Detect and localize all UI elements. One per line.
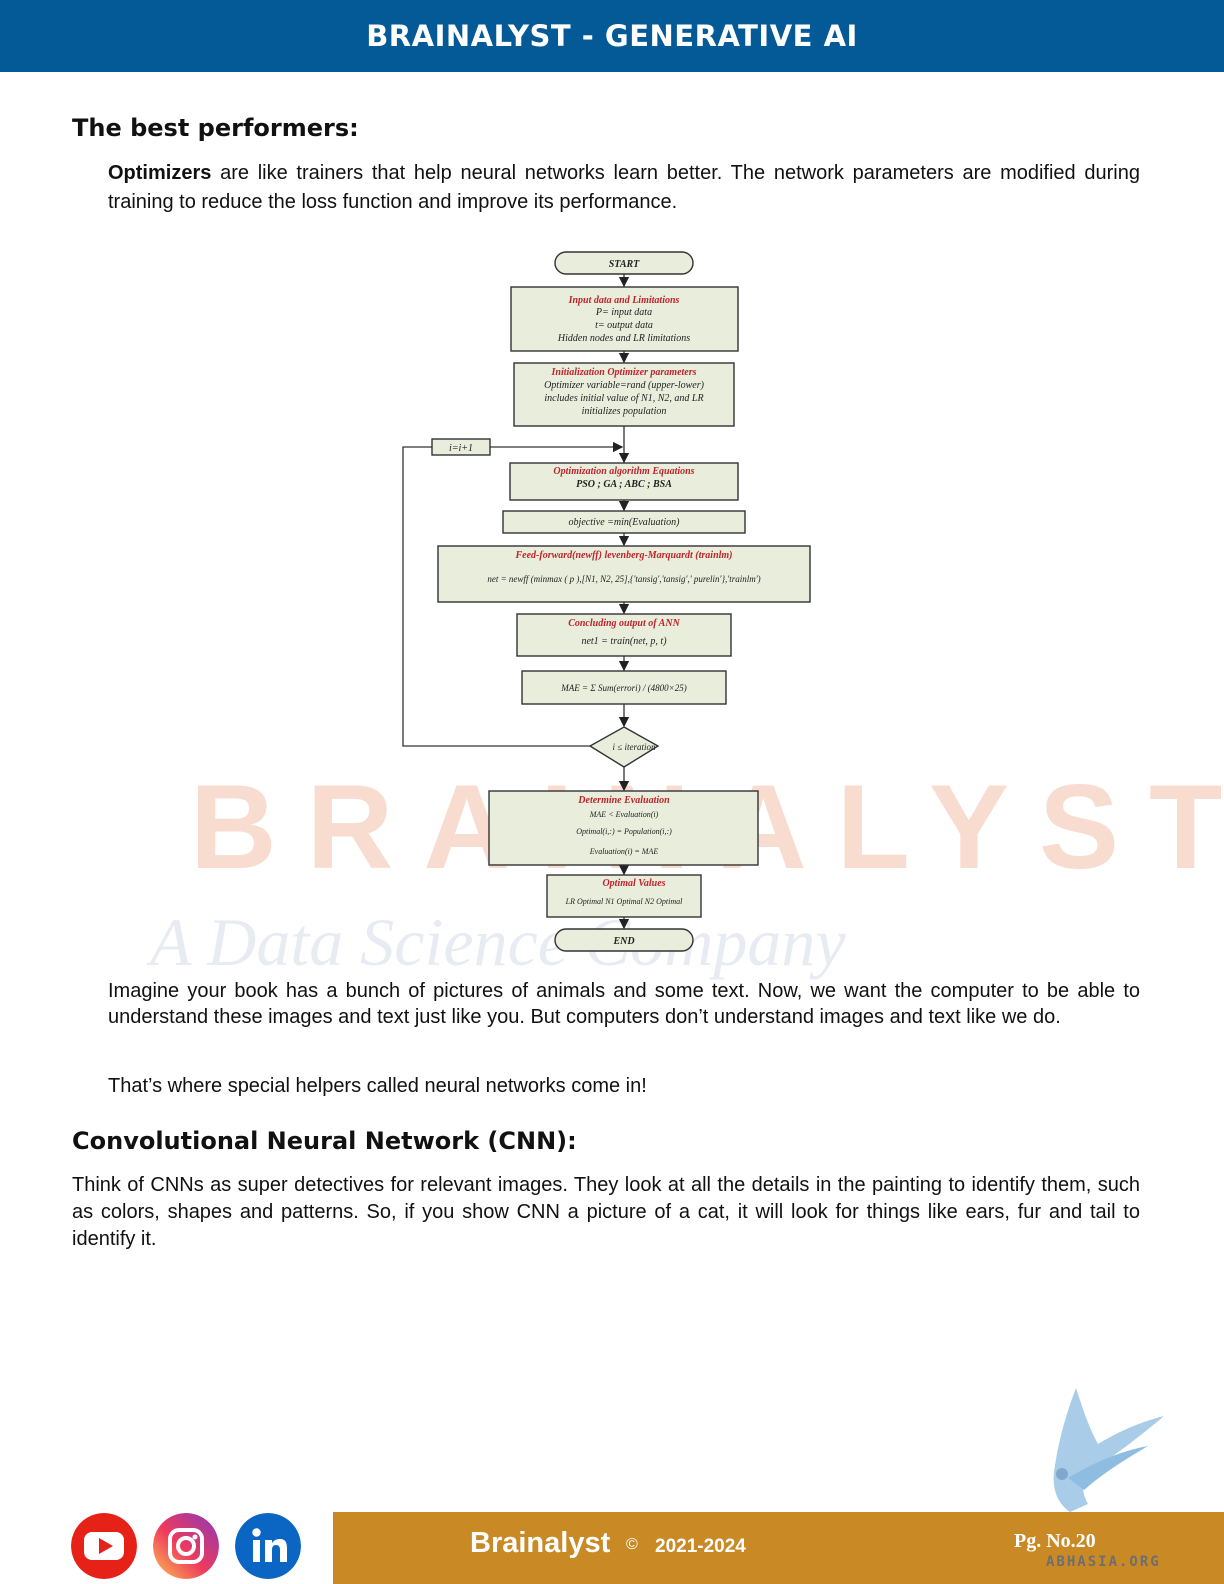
optimal-values-box: [546, 874, 702, 918]
optimization-line-1: PSO ; GA ; ABC ; BSA: [576, 479, 672, 490]
feedforward-title: Feed-forward(newff) levenberg-Marquardt …: [514, 550, 732, 561]
init-line-2: includes initial value of N1, N2, and LR: [544, 393, 703, 404]
intro-text: are like trainers that help neural netwo…: [108, 162, 1140, 213]
decision-label: i ≤ iteration: [613, 742, 656, 752]
feedforward-equation: net = newff (minmax ( p ),[N1, N2, 25],{…: [487, 574, 760, 584]
section-heading-best-performers: The best performers:: [72, 114, 359, 142]
input-box: [510, 286, 739, 352]
determine-line-3: Evaluation(i) = MAE: [589, 847, 659, 856]
intro-paragraph: Optimizers are like trainers that help n…: [108, 159, 1140, 217]
end-node: [554, 928, 694, 952]
concluding-title: Concluding output of ANN: [568, 618, 680, 629]
loop-box: [431, 438, 491, 456]
determine-line-1: MAE < Evaluation(i): [589, 810, 659, 819]
init-title: Initialization Optimizer parameters: [550, 367, 696, 378]
determine-line-2: Optimal(i,:) = Population(i,:): [576, 827, 672, 836]
feedforward-box: [437, 545, 811, 603]
mae-box: [521, 670, 727, 705]
intro-bold: Optimizers: [108, 162, 212, 184]
mae-equation: MAE = Σ Sum(errori) / (4800×25): [560, 683, 686, 693]
input-line-1: P= input data: [595, 307, 652, 318]
start-node: [554, 251, 694, 275]
optimal-values-title: Optimal Values: [602, 878, 665, 889]
loop-label: i=i+1: [449, 443, 473, 454]
footer-copyright: ©: [626, 1536, 638, 1553]
footer-years: 2021-2024: [655, 1536, 746, 1557]
footer-brand: Brainalyst: [470, 1527, 611, 1559]
helpers-paragraph: That’s where special helpers called neur…: [108, 1075, 647, 1097]
input-title: Input data and Limitations: [568, 295, 680, 306]
header-title: BRAINALYST - GENERATIVE AI: [366, 19, 858, 53]
instagram-icon[interactable]: [153, 1513, 219, 1579]
section-heading-cnn: Convolutional Neural Network (CNN):: [72, 1127, 577, 1155]
bird-logo-icon: [1053, 1388, 1164, 1512]
determine-box: [488, 790, 759, 866]
site-watermark: ABHASIA.ORG: [1046, 1554, 1161, 1570]
determine-title: Determine Evaluation: [577, 795, 670, 806]
page-number: Pg. No.20: [1014, 1530, 1096, 1552]
footer-bar: [333, 1512, 1224, 1584]
objective-box: [502, 510, 746, 534]
page-header: BRAINALYST - GENERATIVE AI: [0, 0, 1224, 72]
init-line-1: Optimizer variable=rand (upper-lower): [544, 380, 705, 391]
iteration-decision: [588, 726, 660, 768]
optimal-values-line: LR Optimal N1 Optimal N2 Optimal: [565, 897, 683, 906]
optimization-title: Optimization algorithm Equations: [553, 466, 694, 477]
end-label: END: [612, 936, 634, 947]
concluding-equation: net1 = train(net, p, t): [581, 636, 667, 647]
watermark-subtext: A Data Science Company: [146, 904, 846, 980]
init-line-3: initializes population: [582, 406, 667, 417]
start-label: START: [609, 259, 640, 270]
cnn-paragraph: Think of CNNs as super detectives for re…: [72, 1174, 1140, 1250]
linkedin-icon[interactable]: [235, 1513, 301, 1579]
youtube-icon[interactable]: [71, 1513, 137, 1579]
init-box: [513, 362, 735, 427]
concluding-box: [516, 613, 732, 657]
optimization-box: [509, 462, 739, 501]
objective-label: objective =min(Evaluation): [569, 517, 681, 528]
watermark: BRAINALYST A Data Science Company: [146, 760, 1222, 980]
imagine-paragraph: Imagine your book has a bunch of picture…: [108, 980, 1140, 1028]
input-line-2: t= output data: [595, 320, 653, 331]
input-line-3: Hidden nodes and LR limitations: [557, 333, 690, 344]
optimizer-flowchart: START Input data and Limitations P= inpu…: [402, 251, 811, 952]
